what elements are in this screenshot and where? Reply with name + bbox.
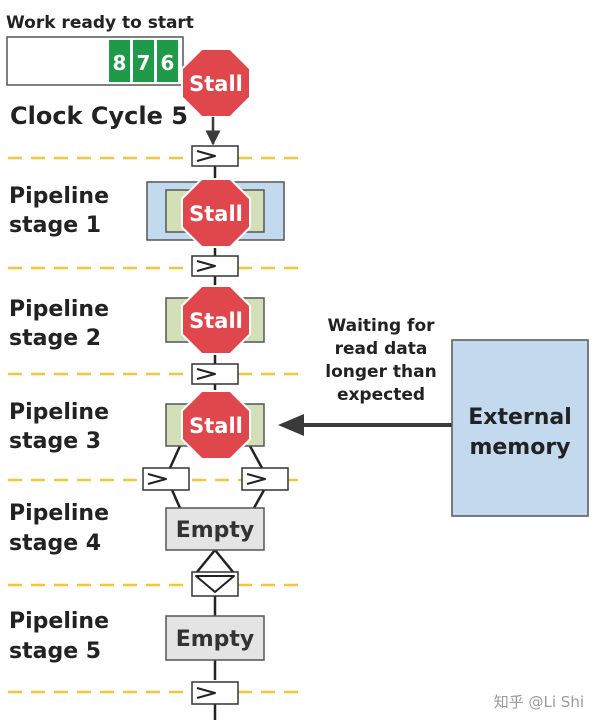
stage-2-label-line1: Pipeline <box>9 297 109 322</box>
stage-4-empty-block <box>165 507 265 551</box>
stage-2-label-line2: stage 2 <box>9 326 101 351</box>
stall-sign-stage-2: Stall <box>181 285 251 355</box>
annotation-line2: read data <box>335 339 428 359</box>
annotation-line1: Waiting for <box>327 316 435 336</box>
svg-text:Stall: Stall <box>189 202 243 226</box>
stall-sign-queue: Stall <box>181 48 251 118</box>
stage-3-label-line1: Pipeline <box>9 400 109 425</box>
queue-label: Work ready to start <box>6 13 194 33</box>
stage-5-label-line2: stage 5 <box>9 639 101 664</box>
external-memory-line1: External <box>468 405 572 430</box>
svg-text:Stall: Stall <box>189 72 243 96</box>
stage-5-empty-block <box>165 615 265 661</box>
queue-item-8 <box>109 40 130 82</box>
stage-4-label-line1: Pipeline <box>9 501 109 526</box>
work-queue: 8 7 6 <box>6 36 184 86</box>
stall-sign-stage-3: Stall <box>181 390 251 460</box>
stage-4-label-line2: stage 4 <box>9 531 101 556</box>
queue-item-6 <box>157 40 178 82</box>
register <box>191 145 239 167</box>
stage-5-label-line1: Pipeline <box>9 609 109 634</box>
register <box>191 255 239 277</box>
queue-item-7-label: 7 <box>137 51 151 75</box>
stage-3-label-line2: stage 3 <box>9 429 101 454</box>
annotation-line4: expected <box>337 385 425 405</box>
register <box>191 681 239 705</box>
external-memory-line2: memory <box>469 435 570 460</box>
svg-text:Stall: Stall <box>189 414 243 438</box>
svg-text:Stall: Stall <box>189 309 243 333</box>
register <box>241 467 289 491</box>
stage-1-label-line2: stage 1 <box>9 213 101 238</box>
watermark: 知乎 @Li Shi <box>494 693 584 711</box>
register <box>142 467 190 491</box>
queue-item-8-label: 8 <box>113 51 127 75</box>
stall-sign-stage-1: Stall <box>181 178 251 248</box>
clock-cycle-label: Clock Cycle 5 <box>10 102 188 130</box>
stage-5-empty-label: Empty <box>176 627 255 652</box>
external-memory-box <box>451 339 589 517</box>
register <box>191 571 239 597</box>
stage-separators <box>8 156 300 694</box>
stage-4-empty-label: Empty <box>176 518 255 543</box>
queue-item-7 <box>133 40 154 82</box>
arrowhead-icon <box>278 414 304 436</box>
register <box>191 363 239 385</box>
stage-1-label-line1: Pipeline <box>9 184 109 209</box>
pipeline-registers <box>142 145 289 705</box>
queue-item-6-label: 6 <box>161 51 175 75</box>
annotation-line3: longer than <box>325 362 436 382</box>
